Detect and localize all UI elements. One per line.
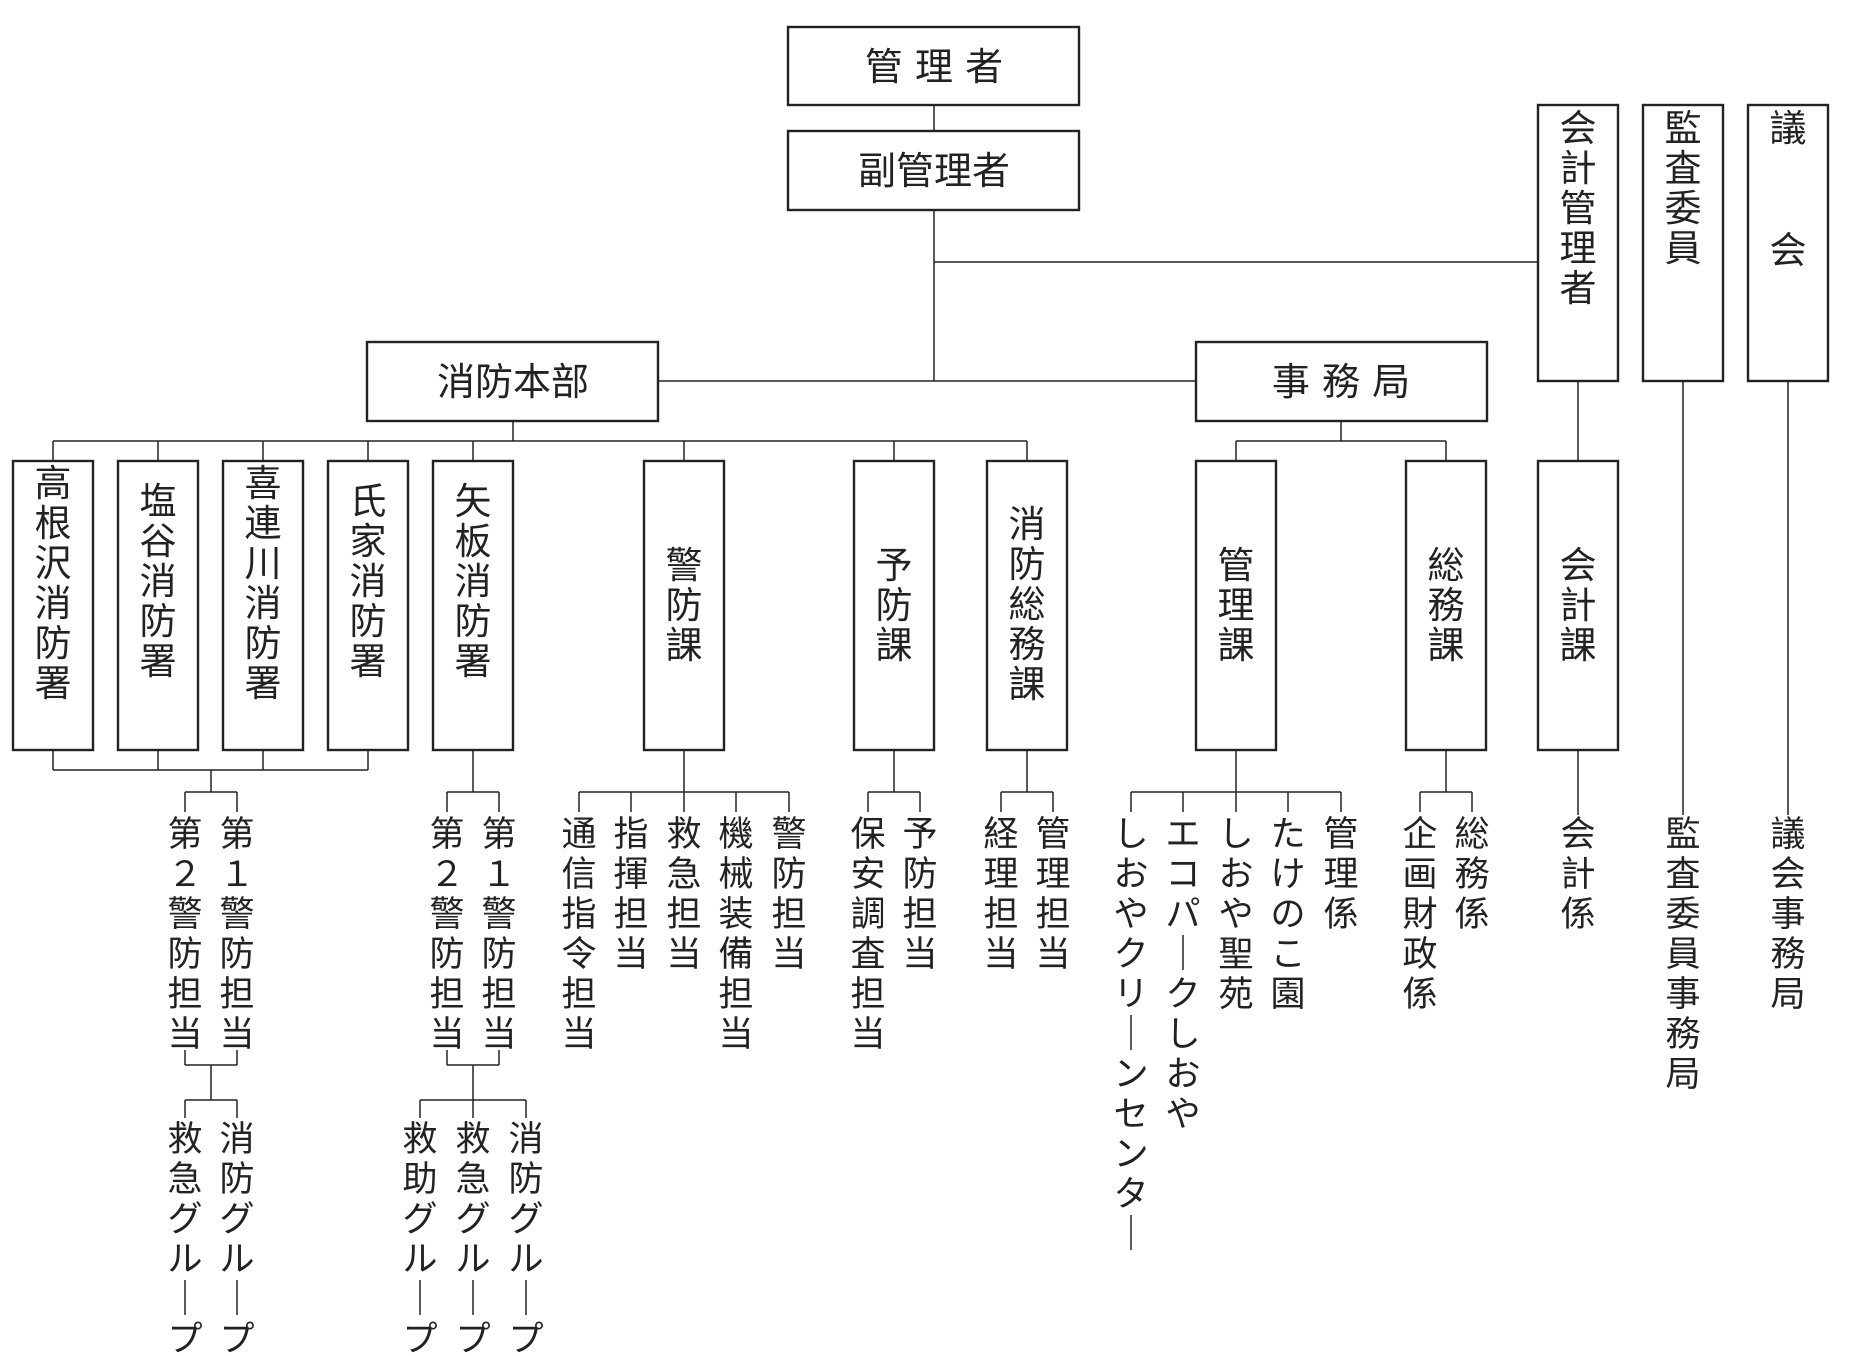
fire-station-takanezawa: 高根沢消防署 — [11, 459, 95, 752]
audit-committee-node: 監査委員 — [1641, 103, 1725, 383]
stations-second-guard-label: 第２警防担当 — [167, 815, 202, 1055]
somu-planning-finance-label: 企画財政係 — [1402, 815, 1437, 1015]
kanri-takenoko-label: たけのこ園 — [1270, 815, 1305, 1015]
fire-somu-accounting-label: 経理担当 — [983, 815, 1018, 975]
audit-office-label: 監査委員事務局 — [1665, 815, 1700, 1095]
assembly-label: 議 会 — [1770, 107, 1807, 272]
yobo-safety-label: 保安調査担当 — [850, 815, 885, 1055]
kanri-seien-label: しおや聖苑 — [1218, 815, 1253, 1015]
fire-station-ujiie: 氏家消防署 — [326, 459, 410, 752]
manager-label: 管 理 者 — [865, 45, 1003, 89]
connector-lines — [52, 105, 1789, 1118]
fire-somu-management-label: 管理担当 — [1035, 815, 1070, 975]
audit-committee-label: 監査委員 — [1665, 107, 1702, 270]
fire-station-yaita: 矢板消防署 — [431, 459, 515, 752]
yobo-division: 予防課 — [852, 459, 936, 752]
assembly-node: 議 会 — [1746, 103, 1830, 383]
yaita-rescue-group-label: 救助グル｜プ — [402, 1120, 437, 1356]
somu-general-affairs-label: 総務係 — [1454, 815, 1489, 935]
keibo-guard-label: 警防担当 — [771, 815, 806, 975]
fire-station-ujiie-label: 氏家消防署 — [350, 480, 387, 683]
kaikei-section-label: 会計係 — [1560, 815, 1595, 935]
yobo-division-label: 予防課 — [876, 544, 913, 667]
keibo-ambulance-label: 救急担当 — [666, 815, 701, 975]
fire-station-yaita-label: 矢板消防署 — [455, 480, 492, 683]
assembly-office-label: 議会事務局 — [1770, 815, 1805, 1015]
kanri-division: 管理課 — [1194, 459, 1278, 752]
vice-manager-label: 副管理者 — [858, 149, 1010, 193]
fire-somu-division: 消防総務課 — [985, 459, 1069, 752]
kaikei-division-label: 会計課 — [1560, 544, 1597, 667]
stations-fire-group-label: 消防グル｜プ — [219, 1120, 254, 1356]
fire-station-takanezawa-label: 高根沢消防署 — [35, 462, 72, 705]
kanri-clean-center-label: しおやクリ｜ンセンタ｜ — [1113, 815, 1148, 1255]
yaita-ambulance-group-label: 救急グル｜プ — [455, 1120, 490, 1356]
fire-hq-label: 消防本部 — [437, 360, 589, 404]
secretariat-somu-division: 総務課 — [1404, 459, 1488, 752]
secretariat-somu-division-label: 総務課 — [1428, 544, 1465, 667]
yaita-second-guard-label: 第２警防担当 — [429, 815, 464, 1055]
keibo-dispatch-label: 通信指令担当 — [561, 815, 596, 1055]
fire-hq-node: 消防本部 — [365, 340, 660, 423]
accounting-manager-label: 会計管理者 — [1560, 107, 1597, 310]
kanri-division-label: 管理課 — [1218, 544, 1255, 667]
kanri-management-label: 管理係 — [1323, 815, 1358, 935]
fire-station-kitsuregawa: 喜連川消防署 — [221, 459, 305, 752]
fire-station-kitsuregawa-label: 喜連川消防署 — [245, 462, 282, 705]
keibo-equipment-label: 機械装備担当 — [718, 815, 753, 1055]
secretariat-node: 事 務 局 — [1194, 340, 1489, 423]
accounting-manager-node: 会計管理者 — [1536, 103, 1620, 383]
fire-station-shioya: 塩谷消防署 — [116, 459, 200, 752]
keibo-division-label: 警防課 — [666, 544, 703, 667]
keibo-division: 警防課 — [642, 459, 726, 752]
stations-first-guard-label: 第１警防担当 — [219, 815, 254, 1055]
yaita-first-guard-label: 第１警防担当 — [481, 815, 516, 1055]
secretariat-label: 事 務 局 — [1272, 360, 1410, 404]
vice-manager-node: 副管理者 — [786, 129, 1081, 212]
kaikei-division: 会計課 — [1536, 459, 1620, 752]
fire-station-shioya-label: 塩谷消防署 — [140, 480, 177, 683]
keibo-command-label: 指揮担当 — [613, 815, 648, 975]
fire-somu-division-label: 消防総務課 — [1009, 503, 1046, 706]
yobo-prevention-label: 予防担当 — [902, 815, 937, 975]
yaita-fire-group-label: 消防グル｜プ — [508, 1120, 543, 1356]
kanri-eco-park-label: エコパ｜クしおや — [1165, 815, 1200, 1135]
stations-ambulance-group-label: 救急グル｜プ — [167, 1120, 202, 1356]
manager-node: 管 理 者 — [786, 25, 1081, 107]
